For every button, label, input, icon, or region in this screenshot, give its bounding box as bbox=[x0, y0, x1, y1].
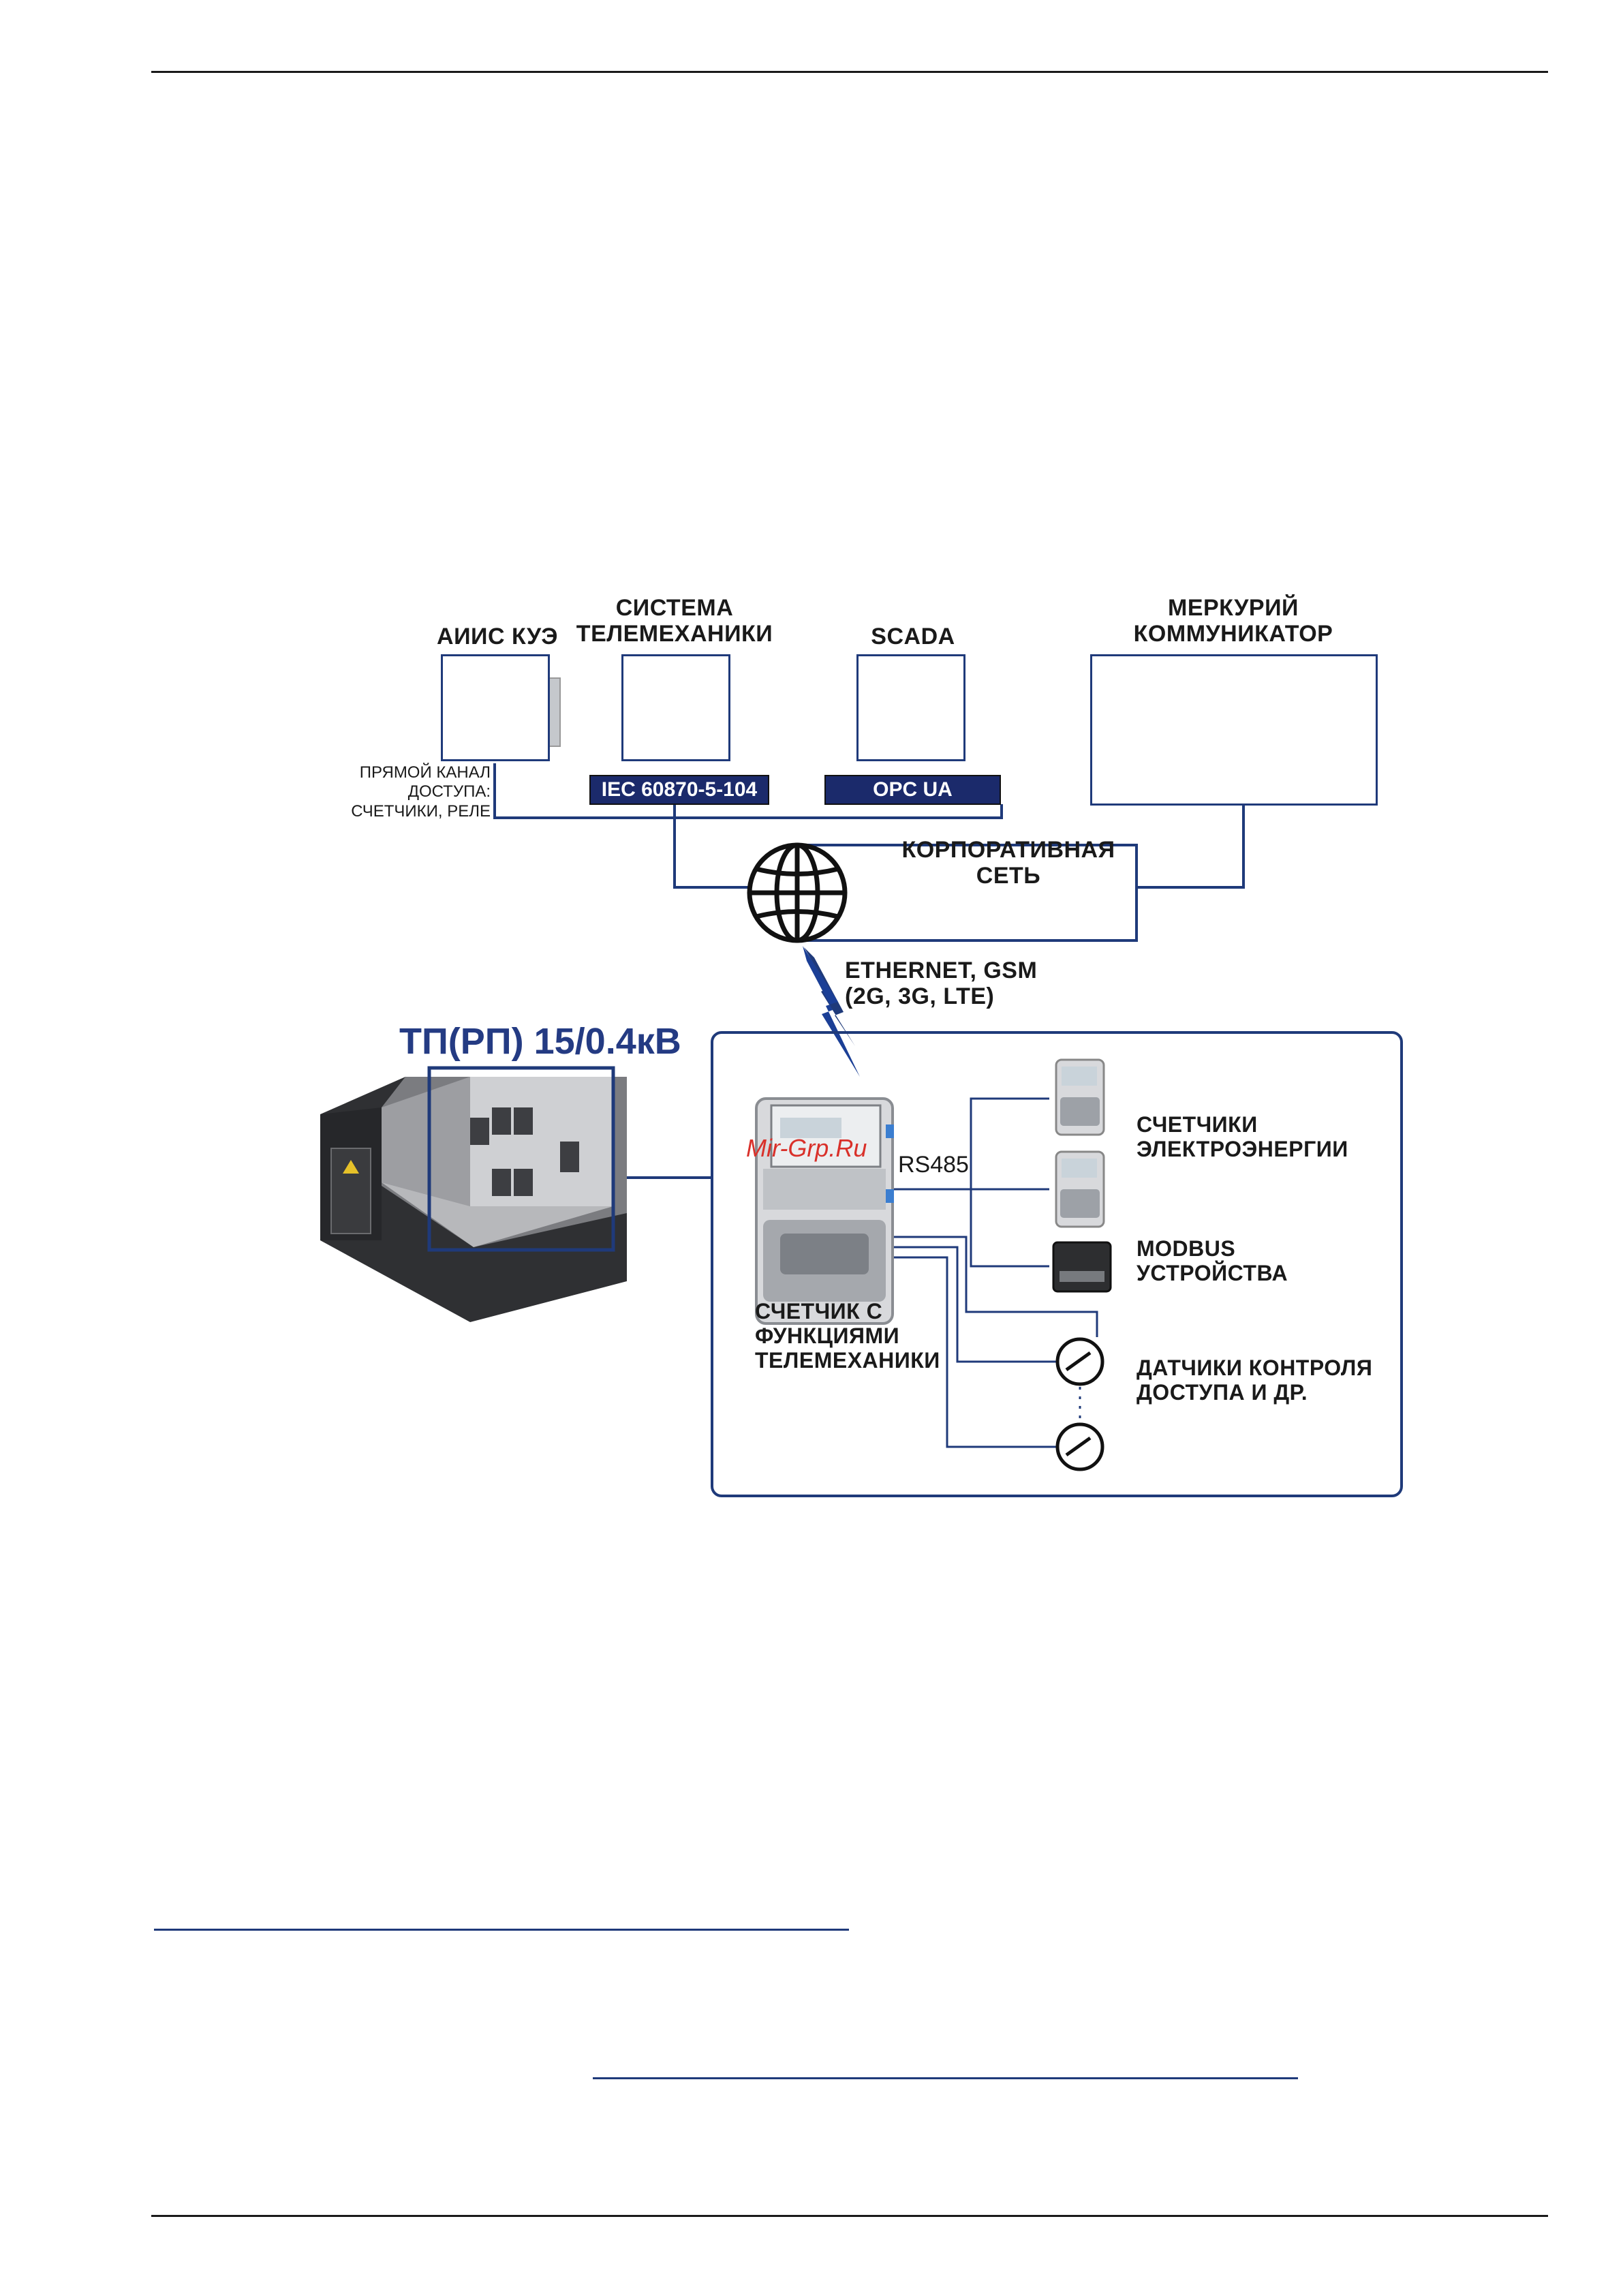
header-rule bbox=[151, 71, 1548, 73]
opc-protocol-tag: OPC UA bbox=[824, 775, 1001, 805]
meter-icon bbox=[755, 1097, 894, 1325]
mercury-label: МЕРКУРИЙ КОММУНИКАТОР bbox=[1133, 595, 1333, 647]
meter-tm-label: СЧЕТЧИК С ФУНКЦИЯМИ ТЕЛЕМЕХАНИКИ bbox=[755, 1299, 940, 1373]
scada-box bbox=[856, 654, 965, 761]
rs485-lines bbox=[893, 1097, 1098, 1448]
energy-meters-label: СЧЕТЧИКИ ЭЛЕКТРОЭНЕРГИИ bbox=[1137, 1112, 1348, 1161]
substation-title: ТП(РП) 15/0.4кВ bbox=[399, 1021, 681, 1062]
connection-lines bbox=[493, 763, 1245, 1179]
small-meter-icons bbox=[1052, 1058, 1112, 1293]
globe-icon bbox=[747, 842, 848, 943]
sensors-label: ДАТЧИКИ КОНТРОЛЯ ДОСТУПА И ДР. bbox=[1137, 1356, 1373, 1405]
scada-label: SCADA bbox=[871, 624, 955, 649]
ethernet-label: ETHERNET, GSM (2G, 3G, LTE) bbox=[845, 958, 1038, 1010]
iec-protocol-tag: IEC 60870-5-104 bbox=[589, 775, 769, 805]
aiis-label: АИИС КУЭ bbox=[437, 624, 558, 649]
substation-icon bbox=[320, 1066, 627, 1322]
corp-network-label: КОРПОРАТИВНАЯ СЕТЬ bbox=[901, 837, 1115, 889]
aiis-box bbox=[441, 654, 550, 761]
mercury-box bbox=[1090, 654, 1378, 806]
telemech-box bbox=[621, 654, 730, 761]
modbus-label: MODBUS УСТРОЙСТВА bbox=[1137, 1236, 1288, 1285]
system-box bbox=[711, 1031, 1403, 1497]
footer-rule bbox=[151, 2215, 1548, 2217]
watermark: Mir-Grp.Ru bbox=[746, 1134, 867, 1162]
telemech-label: СИСТЕМА ТЕЛЕМЕХАНИКИ bbox=[576, 595, 773, 647]
link-underline-1[interactable] bbox=[154, 1929, 849, 1931]
direct-channel-label: ПРЯМОЙ КАНАЛ ДОСТУПА: СЧЕТЧИКИ, РЕЛЕ bbox=[351, 763, 491, 821]
link-underline-2[interactable] bbox=[593, 2077, 1298, 2079]
rs485-label: RS485 bbox=[898, 1152, 969, 1178]
